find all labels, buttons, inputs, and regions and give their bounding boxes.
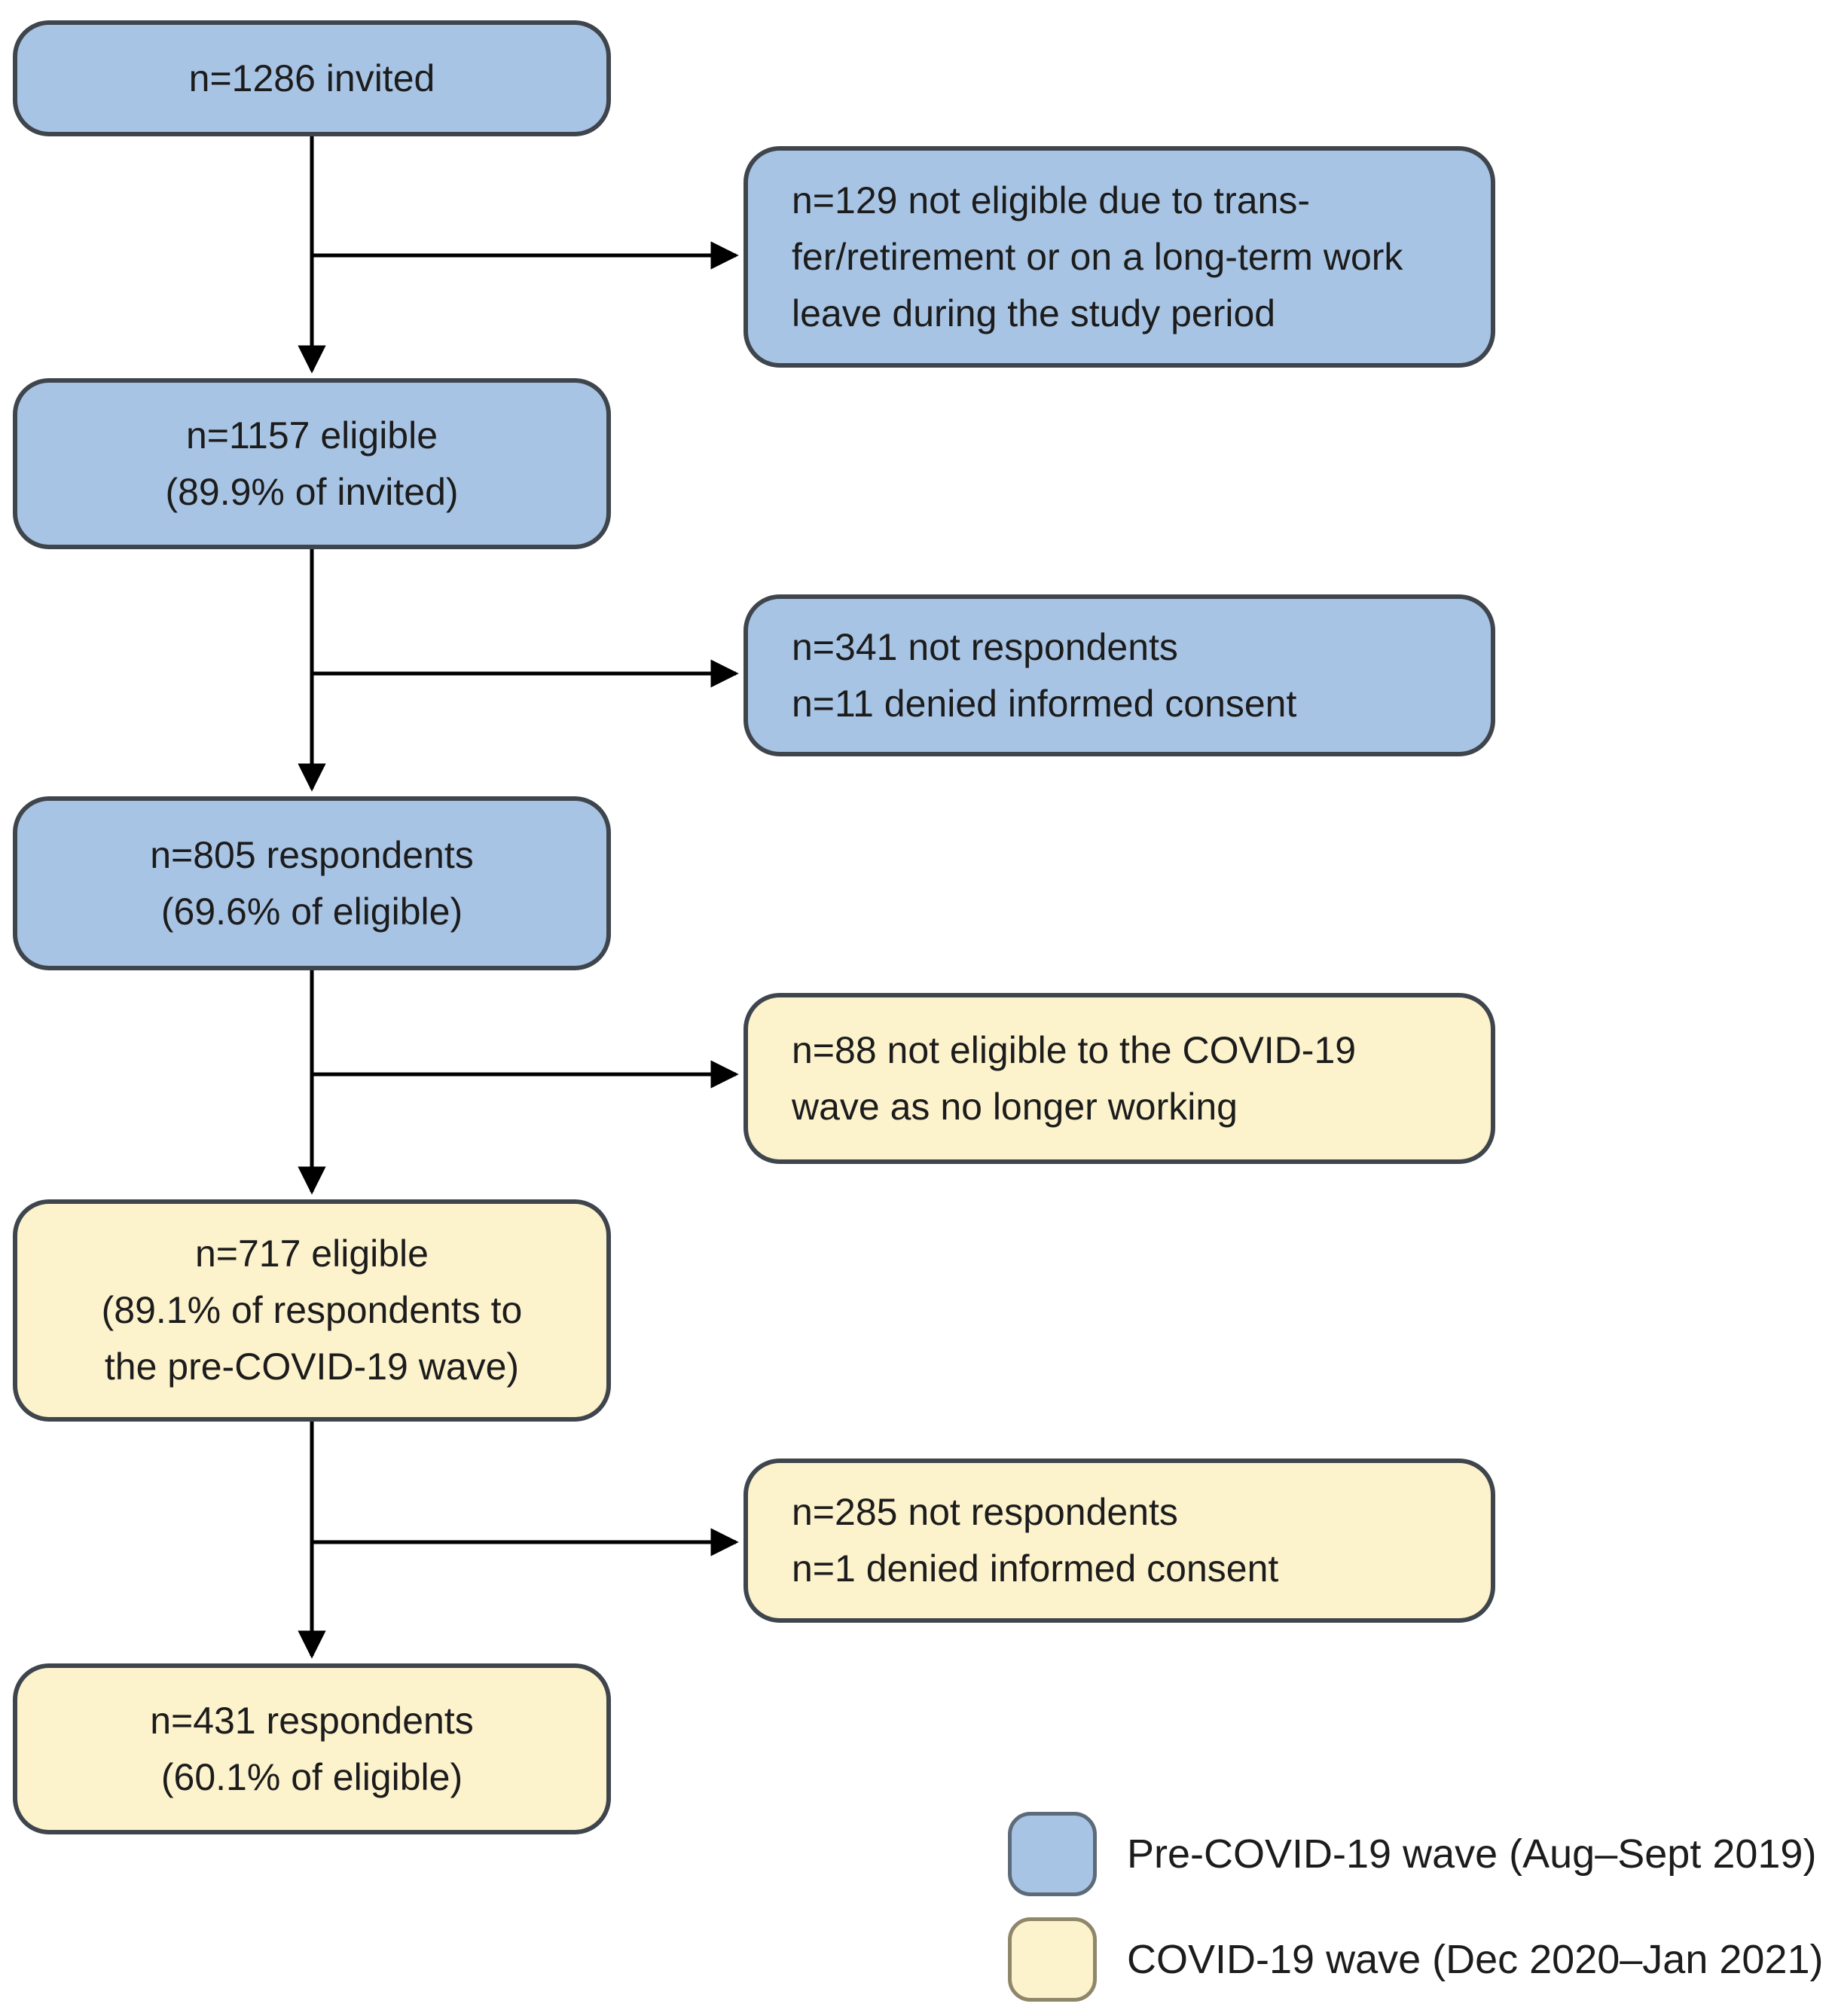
legend-item-pre-covid: Pre-COVID-19 wave (Aug–Sept 2019) — [1008, 1812, 1816, 1896]
exclusion-box-not-respondents-pre-text: n=341 not respondents n=11 denied inform… — [792, 625, 1297, 725]
exclusion-box-not-eligible-covid: n=88 not eligible to the COVID-19 wave a… — [743, 993, 1495, 1164]
exclusion-box-not-eligible-covid-text: n=88 not eligible to the COVID-19 wave a… — [792, 1028, 1357, 1128]
exclusion-box-not-respondents-pre: n=341 not respondents n=11 denied inform… — [743, 594, 1495, 756]
flow-box-eligible-covid: n=717 eligible (89.1% of respondents to … — [13, 1199, 611, 1422]
flow-box-respondents-pre-text: n=805 respondents (69.6% of eligible) — [150, 833, 474, 933]
exclusion-box-not-respondents-covid: n=285 not respondents n=1 denied informe… — [743, 1459, 1495, 1623]
exclusion-box-not-eligible-pre: n=129 not eligible due to trans- fer/ret… — [743, 146, 1495, 368]
flow-box-respondents-pre: n=805 respondents (69.6% of eligible) — [13, 796, 611, 970]
legend-label-covid: COVID-19 wave (Dec 2020–Jan 2021) — [1127, 1937, 1824, 1982]
pre-covid-wave-swatch — [1008, 1812, 1097, 1896]
legend-label-pre-covid: Pre-COVID-19 wave (Aug–Sept 2019) — [1127, 1831, 1817, 1877]
flow-box-respondents-covid: n=431 respondents (60.1% of eligible) — [13, 1663, 611, 1834]
covid-wave-swatch — [1008, 1917, 1097, 2002]
exclusion-box-not-eligible-pre-text: n=129 not eligible due to trans- fer/ret… — [792, 179, 1403, 334]
flow-box-respondents-covid-text: n=431 respondents (60.1% of eligible) — [150, 1699, 474, 1798]
exclusion-box-not-respondents-covid-text: n=285 not respondents n=1 denied informe… — [792, 1491, 1279, 1590]
flow-box-eligible-pre: n=1157 eligible (89.9% of invited) — [13, 378, 611, 549]
flow-box-eligible-pre-text: n=1157 eligible (89.9% of invited) — [165, 414, 459, 513]
flow-box-invited-text: n=1286 invited — [188, 57, 435, 99]
flow-box-eligible-covid-text: n=717 eligible (89.1% of respondents to … — [101, 1233, 523, 1388]
legend-item-covid: COVID-19 wave (Dec 2020–Jan 2021) — [1008, 1917, 1824, 2002]
flow-box-invited: n=1286 invited — [13, 20, 611, 136]
